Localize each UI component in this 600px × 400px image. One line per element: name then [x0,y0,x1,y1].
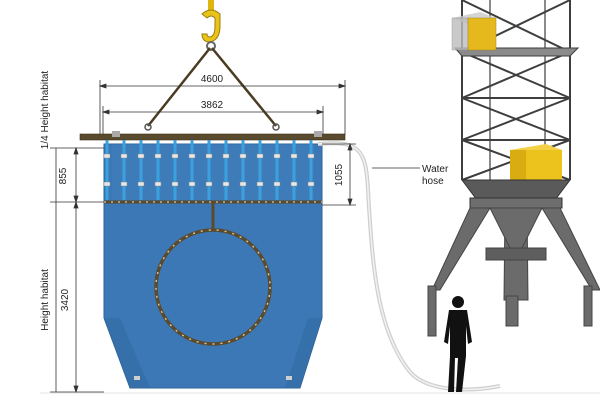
lifting-slings [147,47,277,127]
dimension-4600: 4600 [201,74,224,85]
bottom-clips [134,376,292,380]
tube-fittings [103,153,315,187]
dimension-width-top [98,80,347,135]
dimension-right-1055 [322,142,356,207]
habitat-ring [154,228,272,346]
habitat-bag [103,143,323,389]
water-hose-label-line2: hose [422,176,444,187]
water-hose-label-line1: Water [422,164,449,175]
top-beam [79,131,346,141]
crane-yellow-block [510,144,562,182]
label-quarter-height-habitat: 1/4 Height habitat [40,71,51,150]
chain-band [104,200,322,230]
crane-hook-icon [201,0,221,51]
inflation-tubes [105,140,313,200]
dimension-width-bottom [101,106,325,135]
crane-legs [427,207,600,337]
water-hose [317,141,501,392]
label-height-habitat: Height habitat [40,269,51,331]
person-silhouette-icon [444,296,472,392]
dimension-3420: 3420 [60,288,71,311]
crane-tower [427,0,600,337]
dimension-1055: 1055 [334,163,345,186]
dimension-855: 855 [58,167,69,184]
dimension-left-ticks [50,146,104,394]
dimension-3862: 3862 [201,100,224,111]
crane-top-box [451,12,497,51]
